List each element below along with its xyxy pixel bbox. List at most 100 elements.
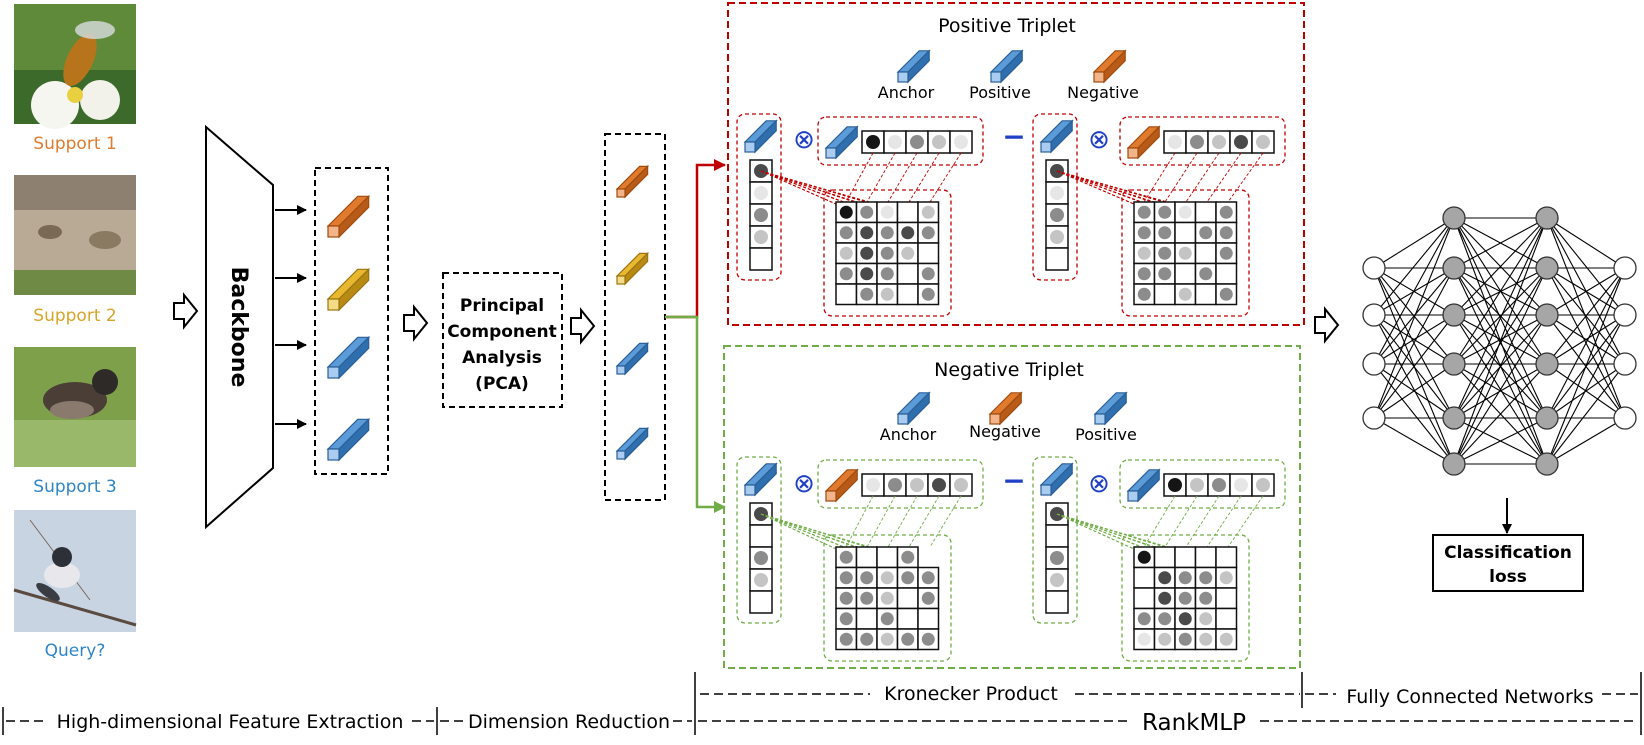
negative-left-kron-matrix <box>835 546 940 651</box>
negative-right-row-vector <box>1163 473 1275 497</box>
mlp-edge <box>1373 417 1455 465</box>
positive-minus-operator: − <box>1002 120 1025 153</box>
mlp-edge <box>1453 217 1548 419</box>
mlp-edge <box>1373 314 1455 365</box>
hollow-arrow-icon <box>570 307 596 345</box>
mlp-neuron-l4-1 <box>1613 256 1637 280</box>
mlp-edge <box>1373 314 1455 419</box>
positive-left-row-vector <box>861 130 973 154</box>
negative-legend-anchor: Anchor <box>880 425 937 444</box>
pca-line-1: Principal <box>460 296 544 316</box>
mlp-edge <box>1546 314 1626 465</box>
positive-left-anchor-cube <box>743 119 778 154</box>
mlp-edge <box>1373 363 1455 465</box>
positive-right-matrix-group <box>1121 189 1250 317</box>
positive-legend-anchor: Anchor <box>878 83 935 102</box>
mlp-edge <box>1453 417 1548 465</box>
mlp-edge <box>1546 217 1626 316</box>
feature-extraction-label: High-dimensional Feature Extraction <box>57 711 404 733</box>
support-1-label: Support 1 <box>33 134 116 154</box>
mlp-edge <box>1453 363 1548 419</box>
classification-loss-line-1: Classification <box>1444 543 1572 563</box>
positive-right-row-cube <box>1126 125 1161 160</box>
negative-right-anchor-cube <box>1039 462 1074 497</box>
mlp-neuron-l3-4 <box>1535 352 1559 376</box>
negative-legend-positive: Positive <box>1075 425 1137 444</box>
high-dim-feature-3 <box>326 335 371 380</box>
reduced-feature-vectors <box>615 164 650 461</box>
positive-legend-negative: Negative <box>1067 83 1139 102</box>
negative-right-anchor-group <box>1032 456 1078 624</box>
mlp-neuron-l2-1 <box>1442 206 1466 230</box>
mlp-edge <box>1373 267 1455 419</box>
mlp-edge <box>1453 217 1548 365</box>
support-3-image <box>14 347 136 467</box>
mlp-neurons <box>1362 206 1637 476</box>
positive-left-row-group <box>817 116 984 166</box>
mlp-edge <box>1546 267 1626 316</box>
query-label: Query? <box>45 641 106 661</box>
negative-right-anchor-column <box>1045 502 1069 614</box>
kronecker-product-graphics <box>736 49 1286 662</box>
mlp-edge <box>1546 267 1626 365</box>
mlp-edge <box>1546 314 1626 365</box>
positive-left-matrix-group <box>823 189 952 317</box>
negative-right-kron-matrix <box>1133 546 1238 651</box>
mlp-edge <box>1373 217 1455 316</box>
positive-triplet-title: Positive Triplet <box>938 15 1076 37</box>
mlp-neuron-l1-3 <box>1362 352 1386 376</box>
mlp-neuron-l4-3 <box>1613 352 1637 376</box>
positive-right-kron-matrix <box>1133 201 1238 306</box>
negative-left-row-cube <box>824 468 859 503</box>
support-2-image <box>14 175 136 295</box>
mlp-edge <box>1453 267 1548 365</box>
negative-left-anchor-column <box>749 502 773 614</box>
positive-left-anchor-column <box>749 159 773 271</box>
mlp-edge <box>1546 363 1626 465</box>
positive-right-anchor-cube <box>1039 119 1074 154</box>
positive-legend-cube-2 <box>989 49 1024 84</box>
mlp-neuron-l4-2 <box>1613 303 1637 327</box>
mlp-edge <box>1453 267 1548 465</box>
pca-box <box>442 272 563 408</box>
positive-legend-cube-1 <box>896 49 931 84</box>
negative-legend-negative: Negative <box>969 422 1041 441</box>
support-2-label: Support 2 <box>33 306 116 326</box>
negative-right-row-cube <box>1126 468 1161 503</box>
negative-left-matrix-group <box>823 534 952 662</box>
support-1-image <box>14 4 136 129</box>
mlp-edge <box>1453 217 1548 465</box>
negative-triplet-panel <box>723 345 1301 669</box>
mlp-neuron-l2-3 <box>1442 303 1466 327</box>
pca-line-4: (PCA) <box>475 374 529 394</box>
mlp-edge <box>1546 267 1626 465</box>
positive-right-anchor-group <box>1032 113 1078 281</box>
positive-triplet-panel <box>727 2 1305 326</box>
mlp-neuron-l1-2 <box>1362 303 1386 327</box>
mlp-neuron-l1-1 <box>1362 256 1386 280</box>
mlp-edge <box>1453 217 1548 316</box>
mlp-neuron-l3-5 <box>1535 406 1559 430</box>
mlp-edge <box>1453 314 1548 465</box>
high-dim-feature-vectors <box>326 194 371 462</box>
negative-left-row-group <box>817 459 984 509</box>
high-dim-feature-4 <box>326 417 371 462</box>
reduced-feature-1 <box>615 164 650 199</box>
kronecker-product-label: Kronecker Product <box>884 683 1058 705</box>
mlp-edge <box>1373 363 1455 419</box>
mlp-neuron-l3-1 <box>1535 206 1559 230</box>
mlp-neuron-l3-6 <box>1535 452 1559 476</box>
hollow-arrow-icon <box>1314 306 1340 344</box>
mlp-edge <box>1546 217 1626 419</box>
negative-legend-cube-1 <box>896 391 931 426</box>
mlp-neuron-l3-3 <box>1535 303 1559 327</box>
mlp-edge <box>1373 217 1455 419</box>
mlp-neuron-l4-4 <box>1613 406 1637 430</box>
mlp-connections <box>1373 217 1626 465</box>
backbone-output-arrows <box>275 205 307 429</box>
mlp-neuron-l1-4 <box>1362 406 1386 430</box>
reduced-feature-2 <box>615 251 650 286</box>
negative-legend-cube-2 <box>988 391 1023 426</box>
mlp-edge <box>1453 363 1548 465</box>
negative-triplet-title: Negative Triplet <box>934 359 1084 381</box>
